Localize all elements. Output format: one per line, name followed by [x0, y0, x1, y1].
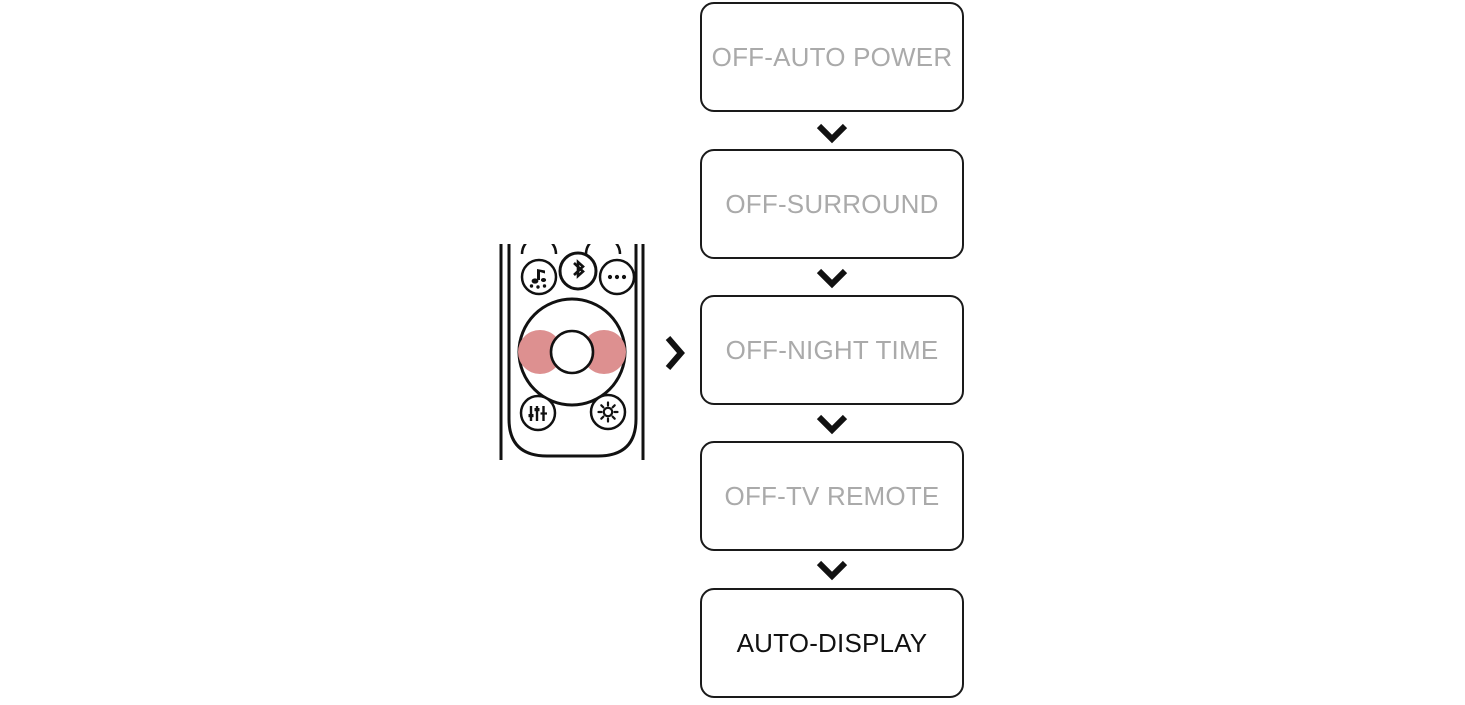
flow-step-label: OFF-AUTO POWER [711, 41, 953, 72]
flow-arrow-3 [807, 411, 857, 437]
settings-gear-button [589, 393, 627, 431]
flow-step-off-surround[interactable]: OFF-SURROUND [700, 149, 964, 259]
navigation-right-button [582, 330, 626, 374]
flow-arrow-4 [807, 557, 857, 583]
navigation-left-button [518, 330, 562, 374]
flow-arrow-2 [807, 265, 857, 291]
display-mode-flow: OFF-AUTO POWER OFF-SURROUND OFF-NIGHT TI… [700, 0, 966, 705]
flow-step-off-auto-power[interactable]: OFF-AUTO POWER [700, 2, 964, 112]
step-arrow-right [662, 328, 688, 378]
cropped-top-button-row [520, 244, 622, 255]
flow-step-label: OFF-SURROUND [725, 188, 939, 219]
flow-step-auto-display[interactable]: AUTO-DISPLAY [700, 588, 964, 698]
music-note-button [520, 258, 558, 296]
flow-step-label: OFF-TV REMOTE [724, 480, 940, 511]
flow-arrow-1 [807, 120, 857, 146]
equalizer-button [519, 394, 557, 432]
more-options-button [598, 258, 636, 296]
flow-step-off-tv-remote[interactable]: OFF-TV REMOTE [700, 441, 964, 551]
remote-control-illustration [498, 244, 658, 464]
navigation-ring [517, 297, 627, 407]
flow-step-off-night-time[interactable]: OFF-NIGHT TIME [700, 295, 964, 405]
bluetooth-button [558, 251, 598, 291]
flow-step-label: AUTO-DISPLAY [736, 627, 928, 658]
flow-step-label: OFF-NIGHT TIME [725, 334, 939, 365]
navigation-center-button [549, 329, 595, 375]
